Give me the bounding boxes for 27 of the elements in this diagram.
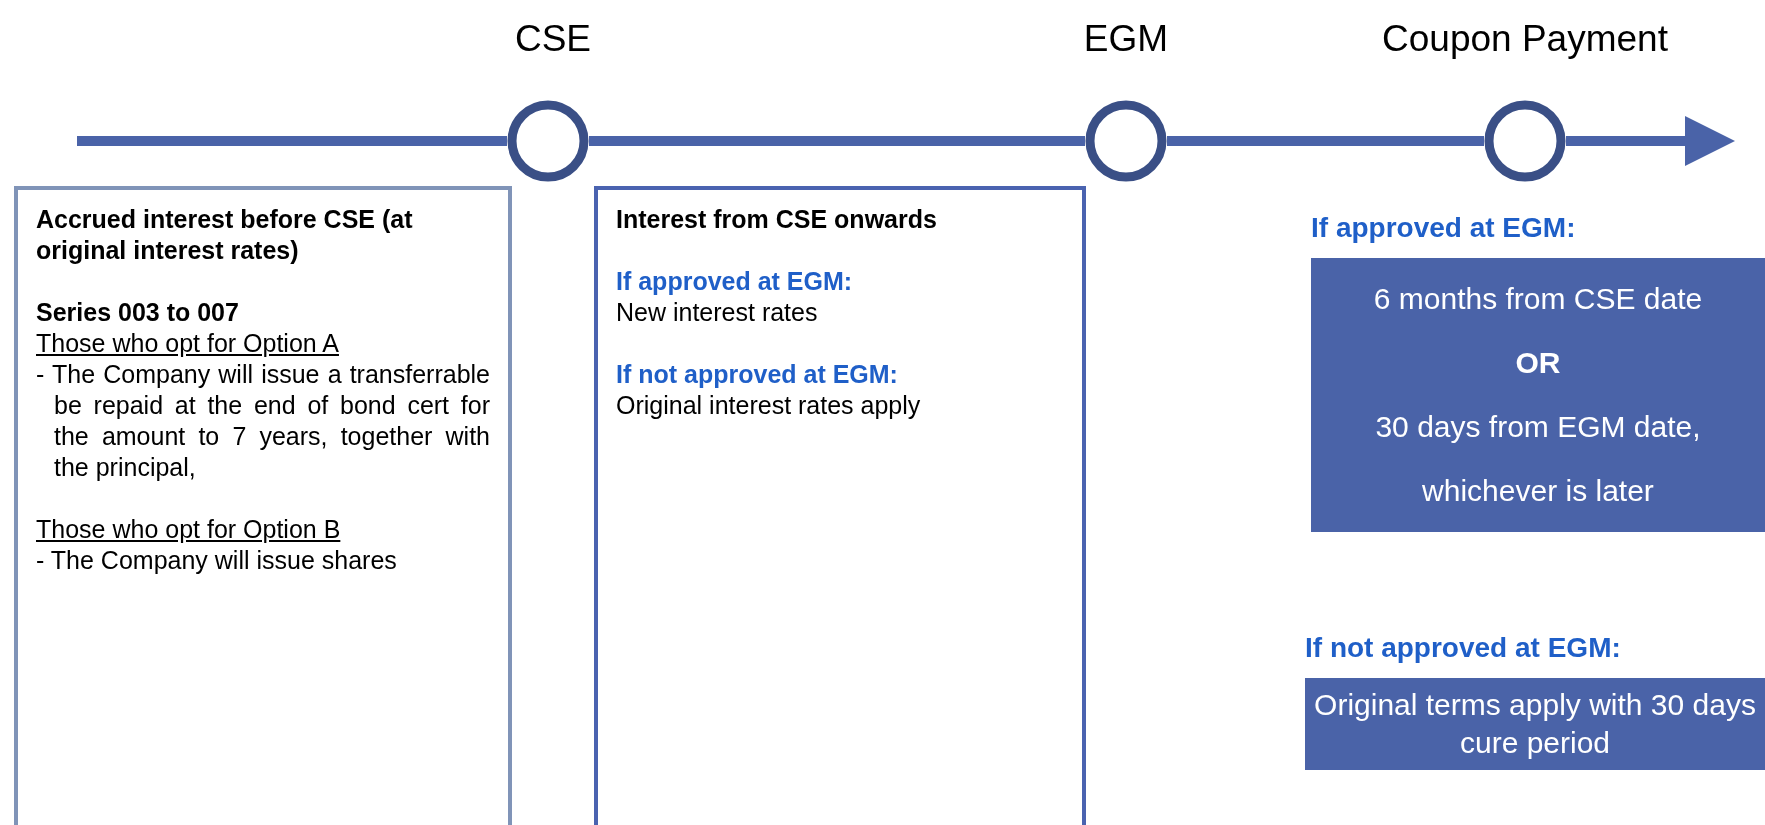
milestone-label: Coupon Payment [1382, 18, 1668, 60]
box-text: Original terms apply with 30 days cure period [1313, 687, 1757, 761]
timeline-line [1167, 136, 1484, 146]
body-text: New interest rates [616, 297, 819, 328]
section-heading: Series 003 to 007 [36, 297, 240, 328]
box-text: 6 months from CSE date [1372, 281, 1704, 317]
panel-heading: Interest from CSE onwards [616, 204, 938, 235]
box-text: whichever is later [1421, 473, 1655, 509]
bullet-text: - The Company will issue a transferrable be repaid at the end of bond cert for the amount to 7 years, together with the principal, [36, 359, 490, 483]
body-text: Original interest rates apply [616, 390, 922, 421]
milestone-label: EGM [1083, 18, 1169, 60]
timeline-line [77, 136, 507, 146]
panel-heading: Accrued interest before CSE (at original interest rates) [36, 204, 414, 266]
condition-heading: If approved at EGM: [616, 266, 854, 297]
bullet-text: - The Company will issue shares [36, 545, 398, 576]
text-panel [594, 186, 1086, 825]
text-panel [14, 186, 512, 825]
condition-heading: If approved at EGM: [1311, 212, 1576, 244]
box-text: 30 days from EGM date, [1374, 409, 1702, 445]
condition-heading: If not approved at EGM: [616, 359, 899, 390]
timeline-line [589, 136, 1085, 146]
or-text: OR [1514, 345, 1562, 381]
timeline-arrow [1566, 116, 1735, 166]
milestone-label: CSE [514, 18, 592, 60]
option-heading: Those who opt for Option B [36, 514, 342, 545]
condition-heading: If not approved at EGM: [1305, 632, 1621, 664]
option-heading: Those who opt for Option A [36, 328, 340, 359]
